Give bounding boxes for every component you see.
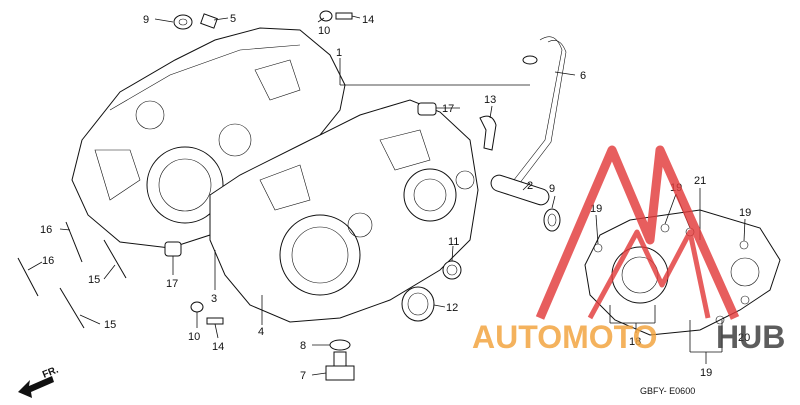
callout-21: 21 xyxy=(694,175,706,187)
callout-18: 18 xyxy=(629,336,641,348)
callout-2: 2 xyxy=(527,180,533,192)
front-direction-arrow: FR. xyxy=(18,364,60,398)
crankcase-right-half xyxy=(209,99,479,323)
callout-17: 17 xyxy=(166,278,178,290)
callout-14: 14 xyxy=(362,14,374,26)
callout-14: 14 xyxy=(212,341,224,353)
callout-1: 1 xyxy=(336,47,342,59)
watermark-text-automoto: AUTOMOTO xyxy=(472,319,657,355)
watermark-text-hub: HUB xyxy=(716,319,785,355)
callout-9: 9 xyxy=(143,14,149,26)
callout-4: 4 xyxy=(258,326,264,338)
callout-20: 20 xyxy=(738,332,750,344)
callout-3: 3 xyxy=(211,293,217,305)
dowel-17-top xyxy=(417,102,437,116)
breather-tube-6 xyxy=(509,36,567,189)
callout-5: 5 xyxy=(230,13,236,25)
oil-seal-11 xyxy=(442,260,462,280)
drain-bolt-7 xyxy=(325,351,355,381)
callout-8: 8 xyxy=(300,340,306,352)
callout-7: 7 xyxy=(300,370,306,382)
callout-19: 19 xyxy=(739,207,751,219)
callout-12: 12 xyxy=(446,302,458,314)
studs-15-16 xyxy=(17,221,127,329)
fr-label: FR. xyxy=(41,364,60,380)
callout-17: 17 xyxy=(442,103,454,115)
callout-11: 11 xyxy=(448,236,459,248)
callout-16: 16 xyxy=(40,224,52,236)
bolt-10-14-bottom xyxy=(190,301,224,325)
washer-9-top xyxy=(173,14,193,30)
callout-9: 9 xyxy=(549,183,555,195)
callout-16: 16 xyxy=(42,255,54,267)
pipe-2 xyxy=(490,174,550,206)
washer-8 xyxy=(329,339,351,351)
callout-13: 13 xyxy=(484,94,496,106)
washer-bolt-10-14-top xyxy=(319,10,353,22)
callout-10: 10 xyxy=(188,331,200,343)
callout-15: 15 xyxy=(88,274,100,286)
oil-seal-12 xyxy=(401,286,435,322)
clamp-13 xyxy=(479,115,497,151)
callout-19: 19 xyxy=(700,367,712,379)
callout-15: 15 xyxy=(104,319,116,331)
callout-10: 10 xyxy=(318,25,330,37)
diagram-code: GBFY- E0600 xyxy=(640,386,695,396)
washer-9-right xyxy=(543,208,561,232)
callout-19: 19 xyxy=(590,203,602,215)
dowel-17-left xyxy=(164,241,182,257)
callout-6: 6 xyxy=(580,70,586,82)
dowel-5 xyxy=(200,13,218,29)
crankcase-left-half xyxy=(71,27,346,249)
watermark-logo: AUTOMOTO HUB xyxy=(472,145,785,355)
callout-labels: 9 5 10 14 1 6 17 13 2 9 16 16 15 15 17 3… xyxy=(40,13,751,382)
